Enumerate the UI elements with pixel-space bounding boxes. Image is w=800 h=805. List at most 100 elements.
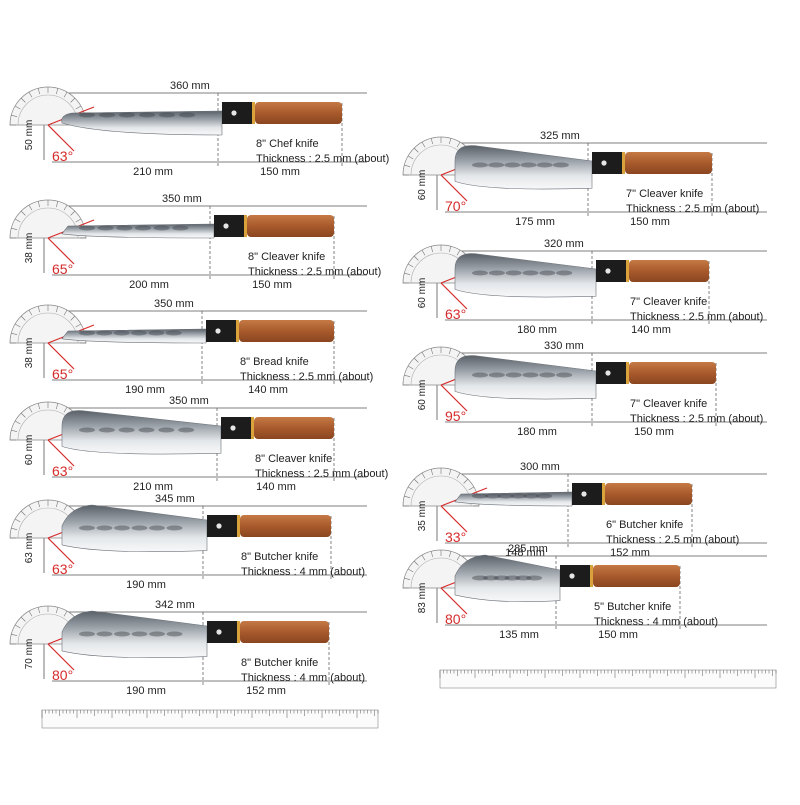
handle-length-label: 150 mm: [598, 629, 638, 641]
hammer-mark: [79, 525, 95, 531]
blade-height-label: 35 mm: [417, 501, 428, 532]
hammer-mark: [96, 330, 113, 336]
handle-bolster-ring: [237, 515, 240, 537]
protractor-tick: [20, 315, 26, 321]
protractor-tick: [456, 472, 461, 479]
handle-rivet: [215, 328, 221, 334]
knife-name-label: 8" Bread knife: [240, 356, 309, 368]
protractor-tick: [28, 406, 33, 413]
hammer-mark: [96, 525, 113, 531]
protractor-tick: [63, 91, 68, 98]
protractor-tick: [413, 560, 419, 566]
knife-blade: [454, 554, 561, 602]
blade-length-label: 135 mm: [499, 629, 539, 641]
hammer-mark: [510, 493, 527, 499]
total-length-label: 342 mm: [155, 599, 195, 611]
hammer-mark: [556, 372, 573, 378]
total-length-label: 320 mm: [544, 238, 584, 250]
protractor-tick: [407, 568, 414, 573]
knife-name-label: 8" Chef knife: [256, 138, 319, 150]
knife-blade: [61, 328, 207, 344]
angle-line: [47, 124, 75, 152]
protractor-tick: [75, 218, 82, 223]
total-length-label: 350 mm: [169, 395, 209, 407]
protractor-tick: [14, 323, 21, 328]
handle-bolster-ring: [622, 152, 625, 174]
measuring-ruler: [439, 669, 777, 689]
handle-length-label: 152 mm: [610, 547, 650, 559]
protractor-tick: [20, 616, 26, 622]
angle-line: [440, 174, 468, 202]
handle-ferrule: [572, 483, 602, 505]
knife-name-label: 6" Butcher knife: [606, 519, 683, 531]
hammer-mark: [522, 270, 539, 276]
total-length-label: 345 mm: [155, 493, 195, 505]
blade-height-label: 83 mm: [417, 583, 428, 614]
protractor-tick: [430, 138, 434, 145]
hammer-mark: [99, 112, 115, 118]
hammer-mark: [526, 575, 543, 581]
handle-ferrule: [222, 102, 252, 124]
handle-rivet: [569, 573, 575, 579]
protractor-tick: [70, 210, 76, 216]
hammer-mark: [98, 427, 115, 433]
protractor-tick: [456, 351, 461, 358]
blade-length-label: 175 mm: [515, 216, 555, 228]
protractor-tick: [404, 495, 411, 499]
protractor-tick: [413, 147, 419, 153]
hammer-mark: [79, 631, 95, 637]
protractor-tick: [20, 510, 26, 516]
protractor-tick: [37, 306, 41, 313]
blade-height-label: 38 mm: [24, 338, 35, 369]
protractor-tick: [55, 88, 59, 95]
knife-blade: [61, 610, 208, 658]
handle-length-label: 140 mm: [256, 481, 296, 493]
knife-handle: [629, 362, 716, 384]
protractor-tick: [28, 204, 33, 211]
handle-length-label: 140 mm: [248, 384, 288, 396]
protractor-tick: [448, 469, 452, 476]
handle-length-label: 150 mm: [630, 216, 670, 228]
hammer-mark: [179, 112, 195, 118]
hammer-mark: [119, 112, 135, 118]
protractor-tick: [404, 164, 411, 168]
blade-height-label: 38 mm: [24, 233, 35, 264]
hammer-mark: [79, 225, 95, 231]
protractor-tick: [28, 610, 33, 617]
handle-rivet: [216, 629, 222, 635]
protractor-tick: [20, 97, 26, 103]
handle-bolster-ring: [244, 215, 247, 237]
handle-bolster-ring: [236, 320, 239, 342]
measuring-ruler: [41, 709, 379, 729]
protractor-tick: [14, 420, 21, 425]
protractor-tick: [63, 309, 68, 316]
hammer-mark: [539, 372, 556, 378]
hammer-mark: [114, 525, 130, 531]
total-length-label: 330 mm: [544, 340, 584, 352]
handle-ferrule: [221, 417, 251, 439]
handle-length-label: 150 mm: [634, 426, 674, 438]
angle-line: [440, 384, 468, 412]
handle-length-label: 152 mm: [246, 685, 286, 697]
hammer-mark: [118, 427, 135, 433]
handle-bolster-ring: [626, 260, 629, 282]
thickness-label: Thickness : 4 mm (about): [241, 672, 365, 684]
hammer-mark: [116, 225, 133, 231]
handle-ferrule: [207, 621, 237, 643]
protractor-tick: [14, 105, 21, 110]
knife-blade: [454, 145, 593, 190]
hammer-mark: [79, 112, 95, 118]
knife-name-label: 8" Cleaver knife: [255, 453, 332, 465]
protractor-tick: [407, 486, 414, 491]
protractor-tick: [430, 469, 434, 476]
hammer-mark: [178, 427, 195, 433]
total-length-label: 285 mm: [508, 543, 548, 555]
total-length-label: 325 mm: [540, 130, 580, 142]
knife-name-label: 8" Butcher knife: [241, 657, 318, 669]
protractor-tick: [413, 478, 419, 484]
hammer-mark: [505, 270, 522, 276]
protractor-tick: [14, 624, 21, 629]
hammer-mark: [484, 493, 501, 499]
protractor-tick: [404, 374, 411, 378]
